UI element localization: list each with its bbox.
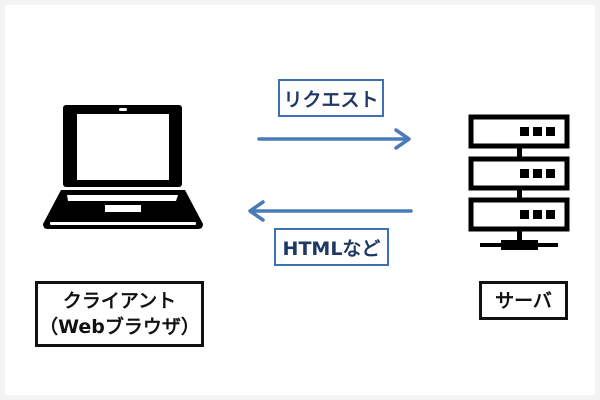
request-label-text: リクエスト	[283, 88, 379, 111]
client-label-line1: クライアント	[62, 290, 177, 312]
client-label-line2: （Webブラウザ）	[39, 316, 200, 338]
response-label: HTMLなど	[274, 228, 389, 266]
laptop-icon	[43, 105, 203, 229]
response-label-text: HTMLなど	[282, 237, 381, 260]
client-label: クライアント （Webブラウザ）	[35, 281, 204, 347]
response-arrow	[248, 200, 413, 222]
server-label: サーバ	[479, 281, 568, 320]
request-label: リクエスト	[278, 79, 384, 117]
request-arrow	[257, 128, 411, 150]
server-rack-icon	[468, 114, 570, 250]
server-label-text: サーバ	[495, 289, 552, 312]
